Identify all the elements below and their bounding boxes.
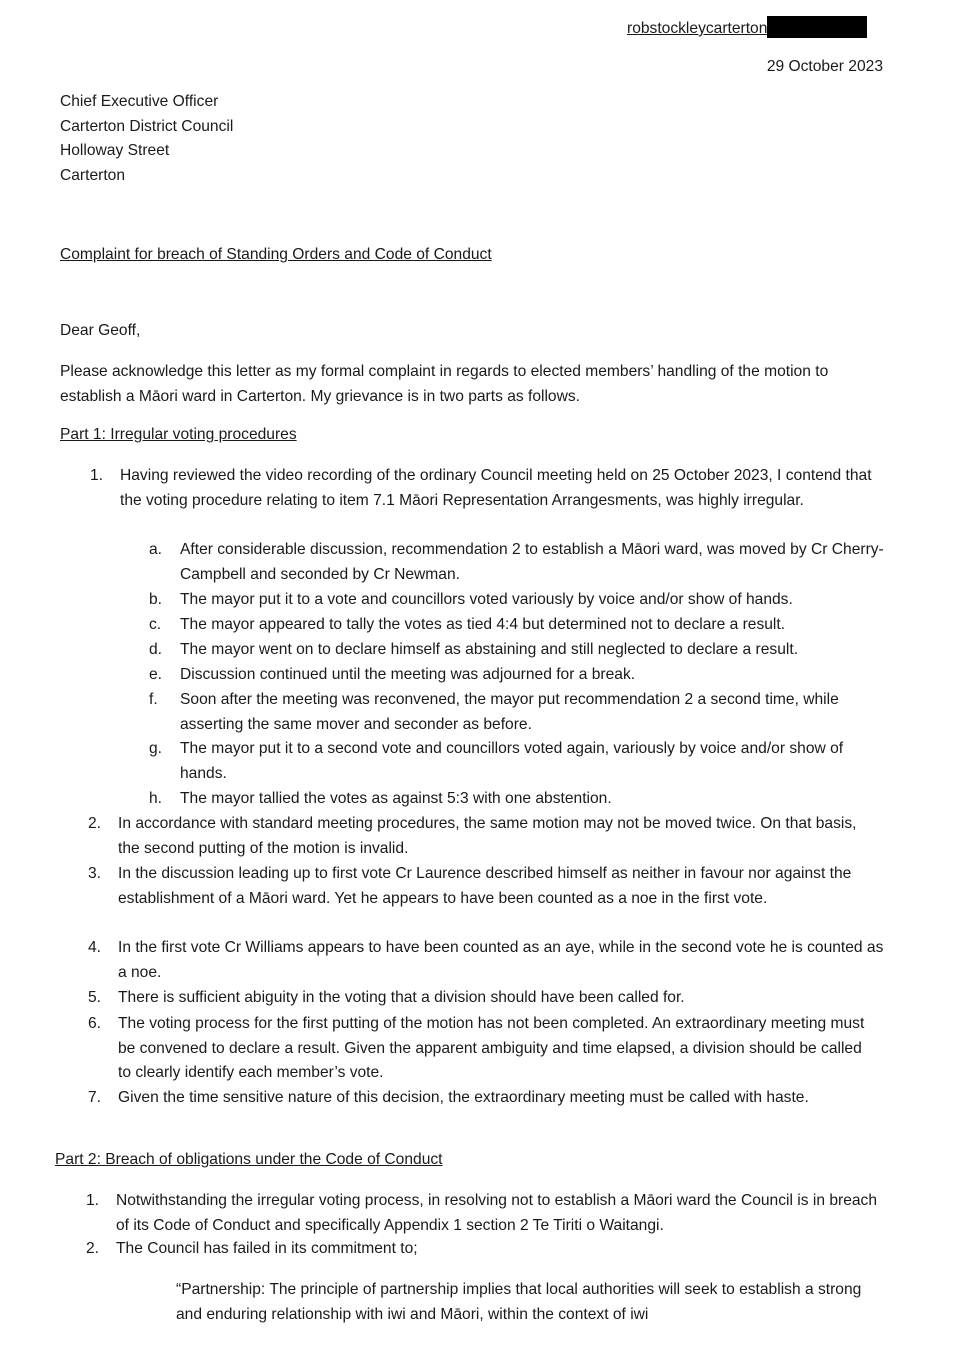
list-subitem: e. Discussion continued until the meeting…: [149, 663, 889, 688]
item-letter: c.: [149, 616, 162, 633]
list-item: 6. The voting process for the first putti…: [88, 1012, 878, 1086]
item-number: 7.: [88, 1089, 102, 1106]
list-item: 7. Given the time sensitive nature of thi…: [88, 1086, 878, 1111]
list-item: 1. Having reviewed the video recording of…: [90, 464, 890, 513]
address-line: Holloway Street: [60, 142, 170, 159]
item-letter: f.: [149, 691, 158, 708]
list-item: 2. In accordance with standard meeting pr…: [88, 812, 878, 861]
item-number: 6.: [88, 1015, 102, 1032]
quoted-principle: “Partnership: The principle of partnersh…: [176, 1281, 862, 1323]
item-number: 2.: [88, 815, 102, 832]
item-number: 1.: [90, 467, 104, 484]
intro-paragraph: Please acknowledge this letter as my for…: [60, 363, 829, 405]
recipient-address: Chief Executive Officer Carterton Distri…: [60, 90, 233, 188]
item-text: Having reviewed the video recording of t…: [120, 467, 872, 509]
address-line: Carterton District Council: [60, 117, 234, 135]
item-text: In the first vote Cr Williams appears to…: [118, 939, 884, 981]
letter-date: 29 October 2023: [766, 58, 883, 75]
list-subitem: d. The mayor went on to declare himself a…: [149, 638, 889, 663]
list-subitem: g. The mayor put it to a second vote and …: [149, 737, 869, 786]
item-text: In the discussion leading up to first vo…: [118, 865, 852, 907]
item-text: Notwithstanding the irregular voting pro…: [116, 1192, 878, 1234]
item-text: The mayor put it to a vote and councillo…: [180, 591, 793, 608]
item-text: The mayor appeared to tally the votes as…: [180, 616, 786, 633]
list-subitem: f. Soon after the meeting was reconvened,…: [149, 688, 889, 737]
list-subitem: c. The mayor appeared to tally the votes …: [149, 613, 889, 638]
item-number: 1.: [86, 1192, 100, 1209]
item-text: The mayor went on to declare himself as …: [180, 641, 799, 658]
item-number: 2.: [86, 1240, 100, 1257]
item-text: Given the time sensitive nature of this …: [118, 1089, 809, 1106]
sender-email: robstockleycarterton: [627, 16, 868, 42]
item-number: 5.: [88, 989, 102, 1006]
item-text: The mayor put it to a second vote and co…: [180, 740, 844, 782]
item-letter: h.: [149, 790, 163, 807]
item-text: Discussion continued until the meeting w…: [180, 666, 636, 683]
address-line: Carterton: [60, 166, 126, 184]
list-subitem: a. After considerable discussion, recomme…: [149, 538, 889, 587]
item-text: The Council has failed in its commitment…: [116, 1240, 418, 1257]
list-item: 4. In the first vote Cr Williams appears …: [88, 936, 888, 985]
list-subitem: b. The mayor put it to a vote and council…: [149, 588, 889, 613]
sender-email-text: robstockleycarterton: [627, 20, 768, 37]
item-number: 3.: [88, 865, 102, 882]
item-letter: d.: [149, 641, 163, 658]
item-letter: b.: [149, 591, 163, 608]
list-item: 1. Notwithstanding the irregular voting p…: [86, 1189, 886, 1238]
item-text: Soon after the meeting was reconvened, t…: [180, 691, 839, 733]
list-item: 2. The Council has failed in its commitme…: [86, 1237, 886, 1262]
item-letter: a.: [149, 541, 163, 558]
redaction-bar: [767, 16, 868, 38]
item-text: In accordance with standard meeting proc…: [118, 815, 857, 857]
item-text: The voting process for the first putting…: [118, 1015, 865, 1081]
item-text: The mayor tallied the votes as against 5…: [180, 790, 612, 807]
list-item: 3. In the discussion leading up to first …: [88, 862, 878, 911]
item-letter: g.: [149, 740, 163, 757]
address-line: Chief Executive Officer: [60, 93, 219, 110]
list-item: 5. There is sufficient abiguity in the vo…: [88, 986, 888, 1011]
item-text: There is sufficient abiguity in the voti…: [118, 989, 685, 1006]
item-text: After considerable discussion, recommend…: [180, 541, 884, 583]
subject-line: Complaint for breach of Standing Orders …: [60, 246, 492, 263]
part1-heading: Part 1: Irregular voting procedures: [60, 426, 297, 443]
part2-heading: Part 2: Breach of obligations under the …: [55, 1151, 443, 1168]
item-number: 4.: [88, 939, 102, 956]
item-letter: e.: [149, 666, 163, 683]
salutation: Dear Geoff,: [60, 322, 141, 339]
list-subitem: h. The mayor tallied the votes as against…: [149, 787, 889, 812]
